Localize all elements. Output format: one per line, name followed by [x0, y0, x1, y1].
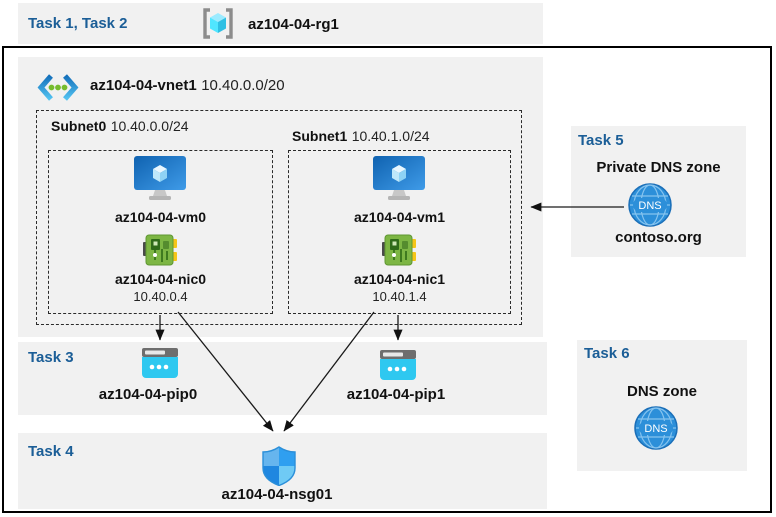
nic0-icon [143, 233, 177, 267]
subnet0-name: Subnet0 [51, 118, 107, 134]
task4-label: Task 4 [28, 443, 74, 460]
dns-zone-title: DNS zone [626, 383, 697, 400]
pip1-name: az104-04-pip1 [346, 386, 446, 403]
nsg-name: az104-04-nsg01 [221, 486, 333, 503]
dns-icon-text: DNS [638, 200, 661, 212]
subnet1-label: Subnet1 10.40.1.0/24 [292, 128, 430, 146]
virtual-network-icon [37, 71, 79, 104]
subnet0-label: Subnet0 10.40.0.0/24 [51, 118, 189, 136]
pip0-icon [142, 348, 178, 378]
vnet-cidr: 10.40.0.0/20 [201, 77, 285, 94]
resource-group-name: az104-04-rg1 [248, 16, 339, 33]
task3-strip: Task 3 az104-04-pip0 az104-04-pip1 [18, 342, 547, 415]
subnets-outer-boundary [36, 110, 522, 325]
nic1-name: az104-04-nic1 [353, 271, 446, 287]
dns-zone-icon: DNS [634, 406, 678, 450]
subnet1-boundary [288, 150, 511, 314]
task4-strip: Task 4 az104-04-nsg01 [18, 433, 547, 509]
dns-icon-text: DNS [644, 423, 667, 435]
task5-label: Task 5 [578, 132, 624, 149]
vm1-name: az104-04-vm1 [353, 209, 446, 225]
nic0-ip: 10.40.0.4 [133, 289, 188, 304]
vm1-icon [372, 156, 426, 202]
header-strip: Task 1, Task 2 az104-04-rg1 [18, 3, 543, 44]
vnet-title: az104-04-vnet1 10.40.0.0/20 [90, 77, 285, 95]
pip0-name: az104-04-pip0 [98, 386, 198, 403]
subnet1-cidr: 10.40.1.0/24 [351, 128, 430, 144]
subnet0-boundary [48, 150, 273, 314]
subnet0-cidr: 10.40.0.0/24 [110, 118, 189, 134]
nic1-icon [382, 233, 416, 267]
nsg-shield-icon [261, 446, 297, 486]
resource-group-boundary [2, 46, 772, 513]
private-dns-zone-title: Private DNS zone [596, 159, 721, 176]
task6-label: Task 6 [584, 345, 630, 362]
pip1-icon [380, 350, 416, 380]
vnet-name: az104-04-vnet1 [90, 77, 197, 94]
subnet1-name: Subnet1 [292, 128, 348, 144]
task3-label: Task 3 [28, 349, 74, 366]
vm0-name: az104-04-vm0 [114, 209, 207, 225]
task6-panel: Task 6 DNS zone DNS [577, 340, 747, 471]
private-dns-zone-icon: DNS [628, 183, 672, 227]
nic1-ip: 10.40.1.4 [372, 289, 427, 304]
nic0-name: az104-04-nic0 [114, 271, 207, 287]
task-1-2-label: Task 1, Task 2 [28, 15, 128, 32]
vnet-panel: az104-04-vnet1 10.40.0.0/20 Subnet0 10.4… [18, 57, 543, 337]
vm0-icon [133, 156, 187, 202]
private-dns-zone-name: contoso.org [615, 229, 702, 246]
task5-panel: Task 5 Private DNS zone DNS contoso.org [571, 126, 746, 257]
resource-group-icon [200, 7, 236, 40]
